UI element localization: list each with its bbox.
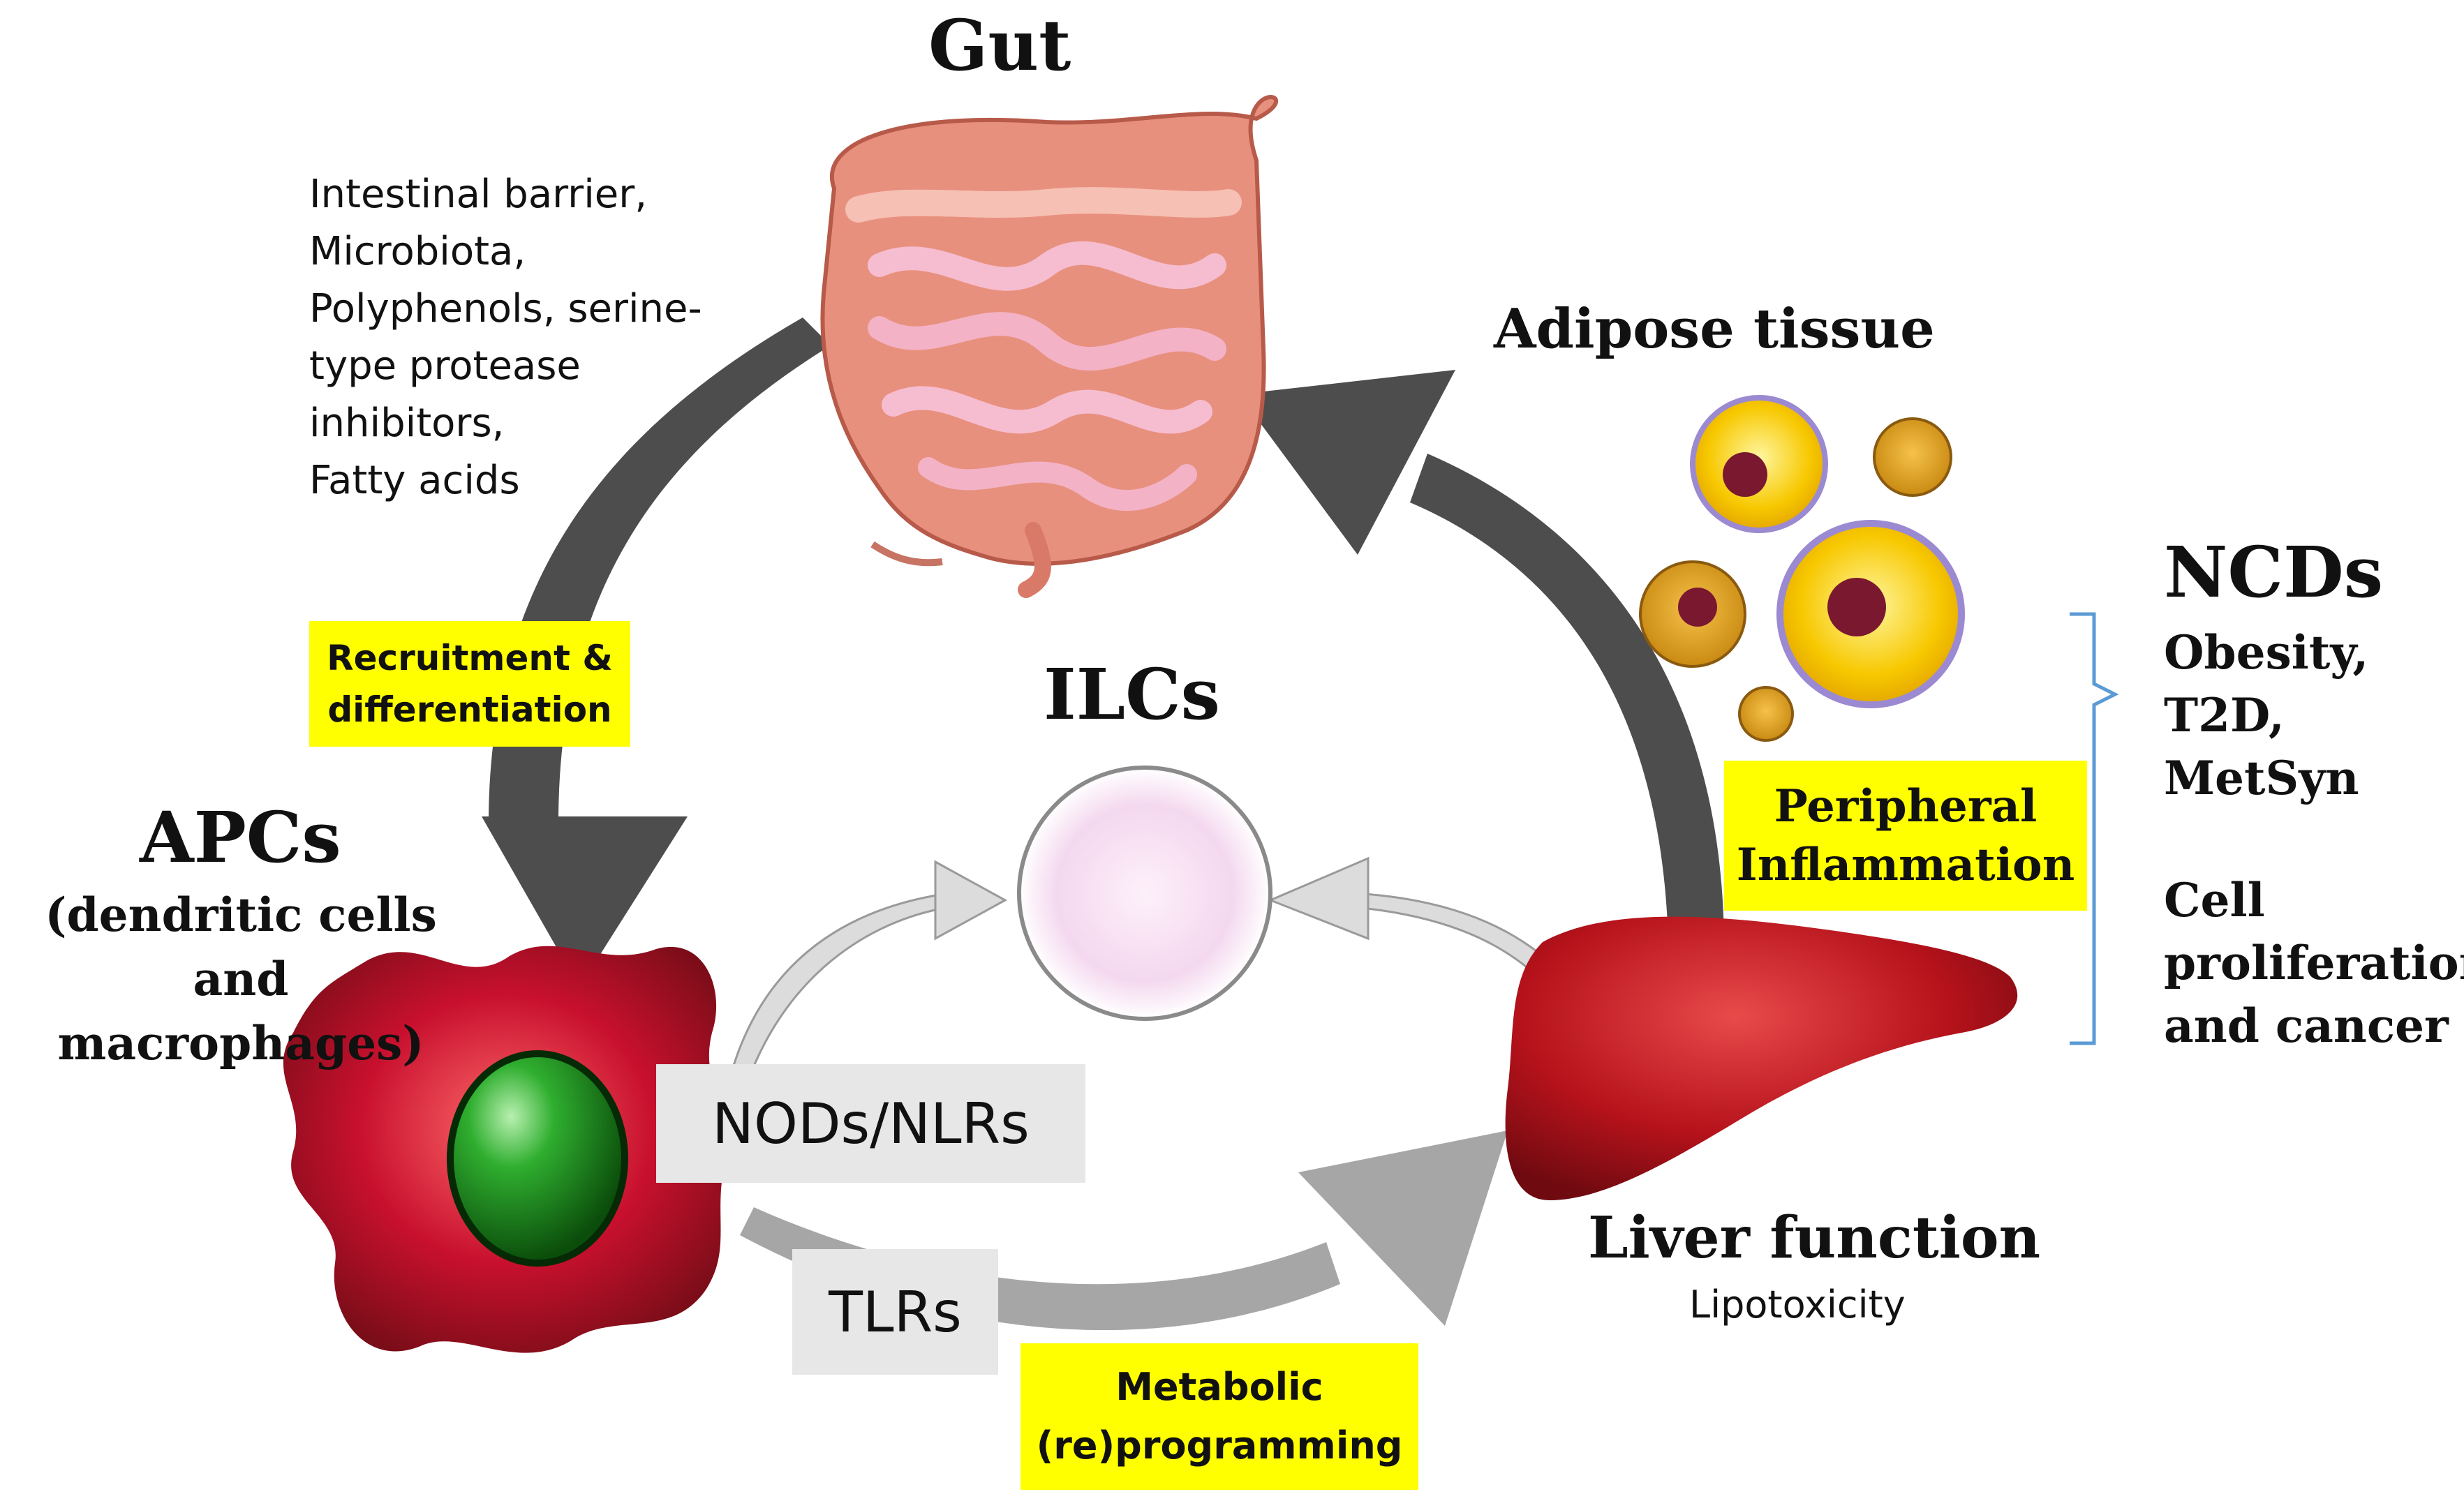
ncds-bracket [2070, 612, 2119, 1045]
adipose-title: Adipose tissue [1494, 297, 1935, 361]
ncds-title: NCDs [2164, 531, 2384, 613]
apcs-subtitle: (dendritic cells and macrophages) [45, 888, 437, 1070]
ilc-cell [1017, 766, 1272, 1021]
metabolic-reprogramming-box: Metabolic (re)programming [1021, 1343, 1418, 1490]
liver-illustration [1505, 916, 2018, 1200]
adipocytes-illustration [1639, 395, 1965, 742]
arrow-gut-to-apcs [482, 318, 831, 987]
apcs-title: APCs [140, 796, 341, 879]
arrow-apcs-to-ilcs [732, 860, 1008, 1076]
peripheral-inflammation-box: Peripheral Inflammation [1724, 761, 2087, 911]
gut-title: Gut [928, 4, 1071, 87]
ilcs-title: ILCs [1044, 653, 1220, 736]
ncds-conditions: Obesity, T2D, MetSyn [2164, 625, 2369, 805]
recruitment-box: Recruitment & differentiation [309, 621, 630, 747]
liver-title: Liver function [1588, 1204, 2041, 1271]
arrow-liver-to-gut [1239, 370, 1724, 949]
ncds-other: Cell proliferation and cancer [2164, 873, 2464, 1053]
tlrs-label: TLRs [792, 1249, 998, 1375]
arrow-apcs-to-liver [740, 1130, 1508, 1331]
apc-cell [283, 946, 729, 1353]
intestine-illustration [820, 95, 1279, 598]
liver-subtitle: Lipotoxicity [1689, 1283, 1906, 1327]
nods-nlrs-label: NODs/NLRs [656, 1064, 1085, 1183]
gut-factors-list: Intestinal barrier, Microbiota, Polyphen… [309, 172, 702, 503]
